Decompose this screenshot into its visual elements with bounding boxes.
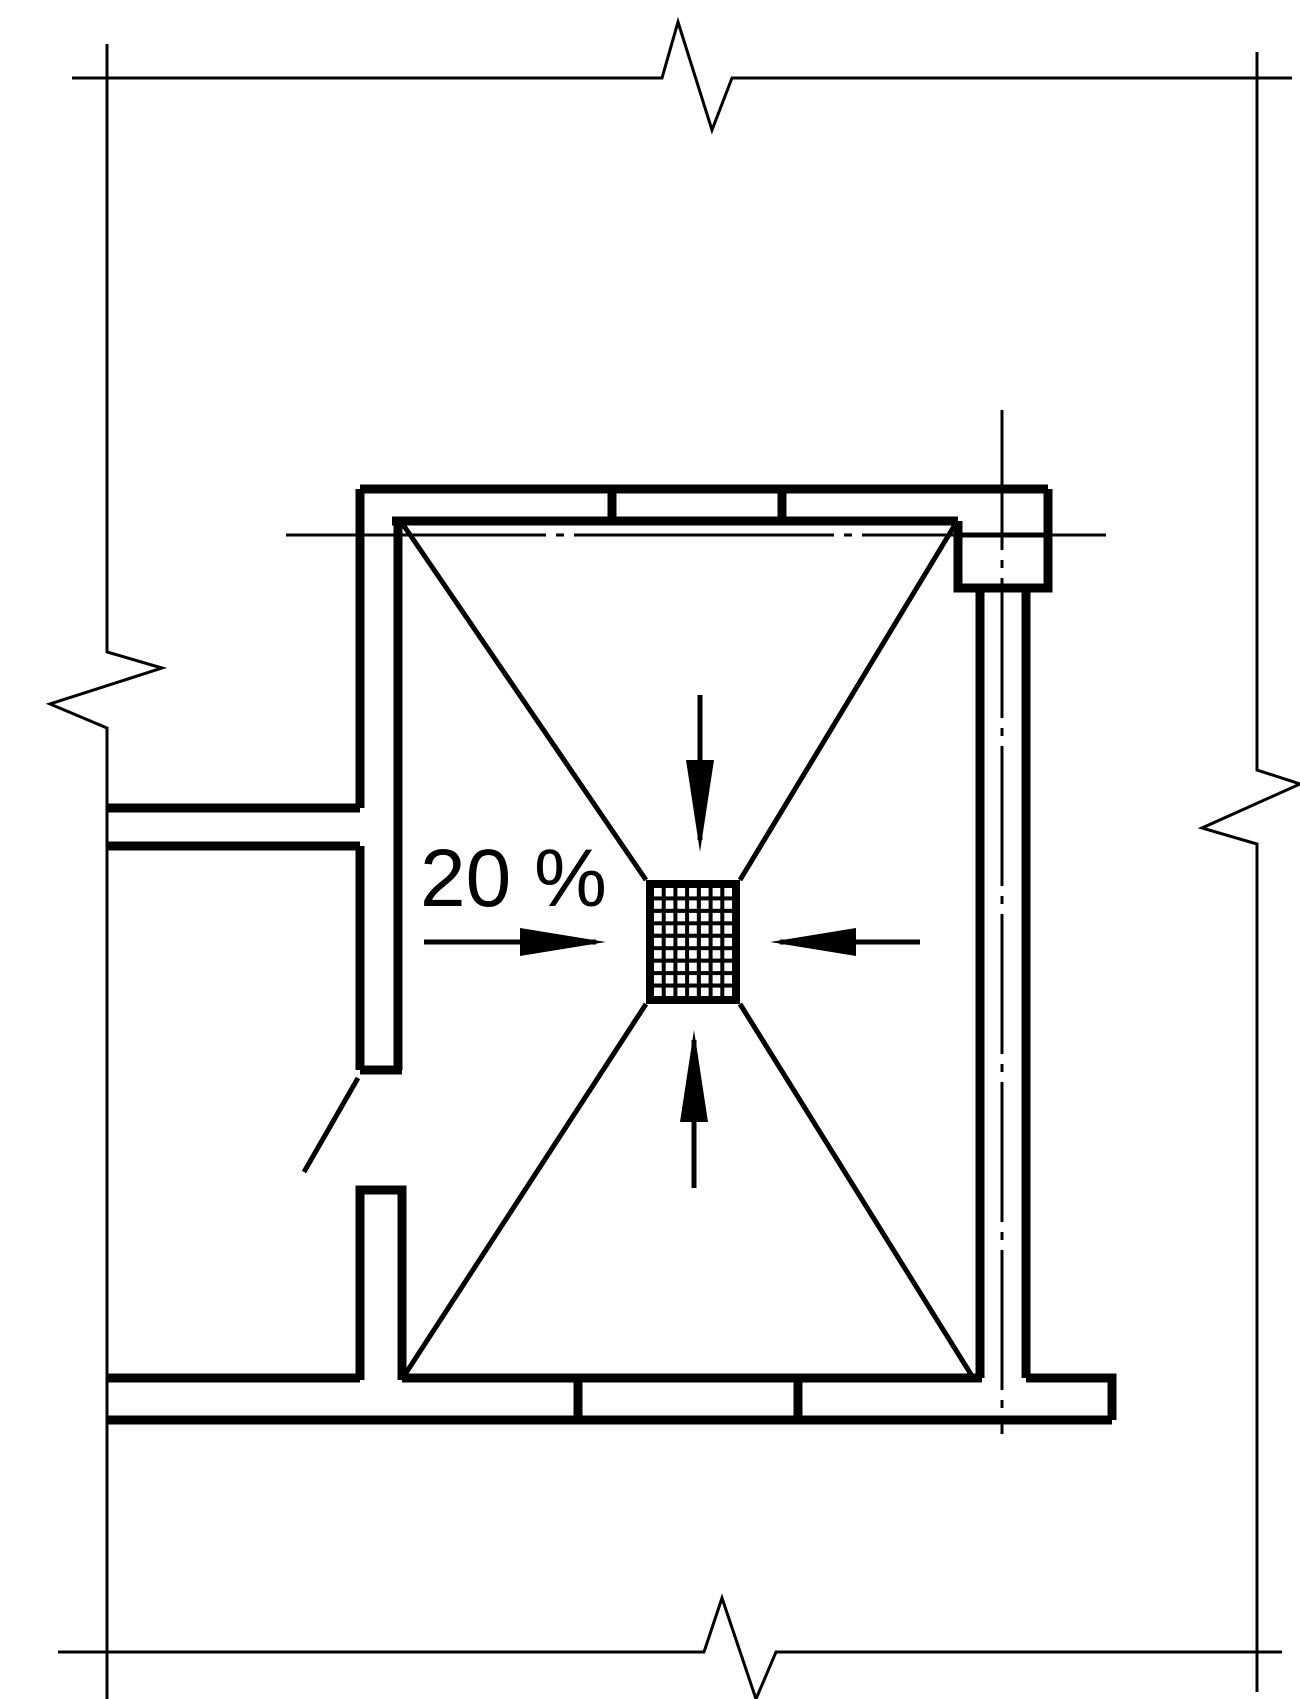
grate-hole — [654, 900, 662, 909]
grate-hole — [654, 912, 662, 922]
grate-hole — [712, 962, 721, 972]
grate-hole — [665, 975, 674, 984]
grate-hole — [654, 987, 662, 996]
top-break-line — [72, 16, 1292, 135]
grate-hole — [654, 888, 662, 897]
grate-hole — [712, 888, 721, 897]
grate-hole — [712, 987, 721, 996]
grate-hole — [724, 912, 732, 922]
grate-hole — [724, 925, 732, 934]
slope-line-bottom-left — [401, 1002, 649, 1378]
grate-hole — [700, 987, 709, 996]
grate-hole — [700, 950, 709, 959]
grate-hole — [689, 987, 697, 996]
walls — [107, 484, 1117, 1425]
center-lines — [286, 410, 1106, 1434]
grate-hole — [677, 975, 686, 984]
grate-hole — [677, 937, 686, 947]
grate-hole — [665, 912, 674, 922]
grate-hole — [689, 975, 697, 984]
grate-hole — [677, 888, 686, 897]
grate-hole — [654, 950, 662, 959]
grate-hole — [712, 925, 721, 934]
grate-hole — [724, 987, 732, 996]
slope-line-top-right — [737, 521, 959, 882]
grate-hole — [665, 900, 674, 909]
grate-hole — [724, 900, 732, 909]
grate-hole — [689, 950, 697, 959]
grate-hole — [665, 987, 674, 996]
grate-hole — [677, 950, 686, 959]
grate-hole — [654, 975, 662, 984]
grate-hole — [700, 975, 709, 984]
arrow-right-icon — [424, 928, 606, 956]
grate-hole — [712, 900, 721, 909]
grate-hole — [677, 900, 686, 909]
grate-hole — [724, 888, 732, 897]
right-break-line — [1197, 52, 1300, 1692]
grate-hole — [665, 962, 674, 972]
grate-hole — [724, 937, 732, 947]
bottom-break-line — [58, 1593, 1282, 1699]
grate-hole — [677, 962, 686, 972]
grate-hole — [712, 937, 721, 947]
arrow-up-icon — [680, 1030, 708, 1188]
floor-drain-icon — [646, 880, 740, 1004]
grate-hole — [700, 925, 709, 934]
grate-hole — [712, 975, 721, 984]
grate-hole — [724, 950, 732, 959]
grate-hole — [689, 925, 697, 934]
arrow-down-icon — [686, 695, 714, 852]
grate-hole — [712, 912, 721, 922]
slope-lines — [399, 521, 975, 1378]
grate-hole — [665, 925, 674, 934]
grate-hole — [700, 912, 709, 922]
grate-hole — [700, 937, 709, 947]
grate-hole — [677, 912, 686, 922]
grate-hole — [689, 900, 697, 909]
grate-hole — [677, 987, 686, 996]
grate-hole — [654, 962, 662, 972]
slope-line-top-left — [399, 521, 649, 882]
slope-label: 20 % — [420, 833, 607, 924]
grate-hole — [654, 925, 662, 934]
slope-arrows — [424, 695, 920, 1188]
grate-hole — [665, 937, 674, 947]
grate-hole — [677, 925, 686, 934]
grate-hole — [724, 962, 732, 972]
grate-hole — [665, 888, 674, 897]
grate-hole — [700, 962, 709, 972]
grate-hole — [665, 950, 674, 959]
grate-hole — [724, 975, 732, 984]
arrow-left-icon — [770, 928, 920, 956]
grate-hole — [689, 962, 697, 972]
grate-hole — [700, 888, 709, 897]
outer-frame — [45, 16, 1300, 1699]
grate-hole — [689, 888, 697, 897]
grate-hole — [689, 937, 697, 947]
grate-hole — [700, 900, 709, 909]
slope-line-bottom-right — [737, 1002, 975, 1378]
grate-hole — [654, 937, 662, 947]
left-break-line — [45, 44, 168, 1699]
grate-hole — [712, 950, 721, 959]
grate-hole — [689, 912, 697, 922]
drain-grate-holes — [654, 888, 732, 996]
